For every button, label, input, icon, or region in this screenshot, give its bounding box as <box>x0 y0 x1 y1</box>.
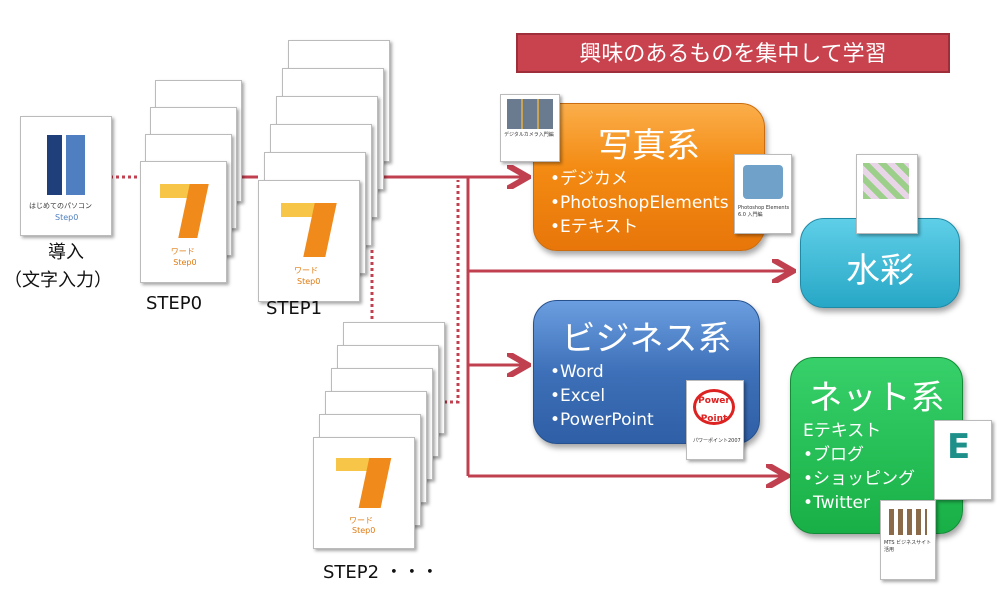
label-step1: STEP1 <box>266 298 323 319</box>
biz-item: •PowerPoint <box>550 410 654 430</box>
book-word-step: Step0 <box>173 258 197 267</box>
water-title: 水彩 <box>846 251 914 291</box>
book-photoshop-title: Photoshop Elements 6.0 入門編 <box>738 205 790 218</box>
book-intro: はじめてのパソコン Step0 <box>20 116 112 236</box>
book-photoshop: Photoshop Elements 6.0 入門編 <box>734 154 792 234</box>
label-step2: STEP2 ・・・ <box>323 562 439 583</box>
biz-item: •Word <box>550 362 604 382</box>
biz-item: •Excel <box>550 386 606 406</box>
photo-title: 写真系 <box>598 126 700 166</box>
book-camera-title: デジタルカメラ入門編 <box>504 132 554 138</box>
photo-item: •デジカメ <box>550 169 629 189</box>
book-word-step: Step0 <box>352 526 376 535</box>
book-word-title: ワード <box>170 247 195 256</box>
book-mts-title: MTS ビジネスサイト活用 <box>884 540 932 553</box>
net-title: ネット系 <box>808 378 945 418</box>
label-step0: STEP0 <box>146 293 203 314</box>
photo-box: 写真系 •デジカメ •PhotoshopElements •Eテキスト <box>533 103 765 251</box>
biz-title: ビジネス系 <box>561 319 732 359</box>
label-intro-sub: （文字入力） <box>4 270 112 291</box>
book-word-step: Step0 <box>297 277 321 286</box>
book-intro-title: はじめてのパソコン <box>29 202 92 210</box>
book-intro-step: Step0 <box>55 213 79 222</box>
title-banner: 興味のあるものを集中して学習 <box>516 33 950 73</box>
stacked-book: ワード Step0 <box>140 161 227 283</box>
powerpoint-logo: Power Point <box>693 389 735 425</box>
book-mts: MTS ビジネスサイト活用 <box>880 500 936 580</box>
net-item: Eテキスト <box>803 421 882 441</box>
net-item: •ショッピング <box>803 469 916 489</box>
photo-item: •Eテキスト <box>550 217 639 237</box>
book-powerpoint-title: パワーポイント2007 <box>693 438 741 444</box>
book-word-title: ワード <box>349 516 373 525</box>
net-item: •ブログ <box>803 445 865 465</box>
book-word-title: ワード <box>294 266 318 275</box>
net-item: •Twitter <box>803 493 871 513</box>
etext-letter: E <box>947 427 971 467</box>
stacked-book: ワード Step0 <box>258 180 360 302</box>
book-camera: デジタルカメラ入門編 <box>500 94 560 162</box>
photo-item: •PhotoshopElements <box>550 193 729 213</box>
book-watercolor <box>856 154 918 234</box>
book-powerpoint: Power Point パワーポイント2007 <box>686 380 744 460</box>
book-etext: E <box>934 420 992 500</box>
watercolor-box: 水彩 <box>800 218 960 308</box>
label-intro: 導入 <box>48 242 84 263</box>
